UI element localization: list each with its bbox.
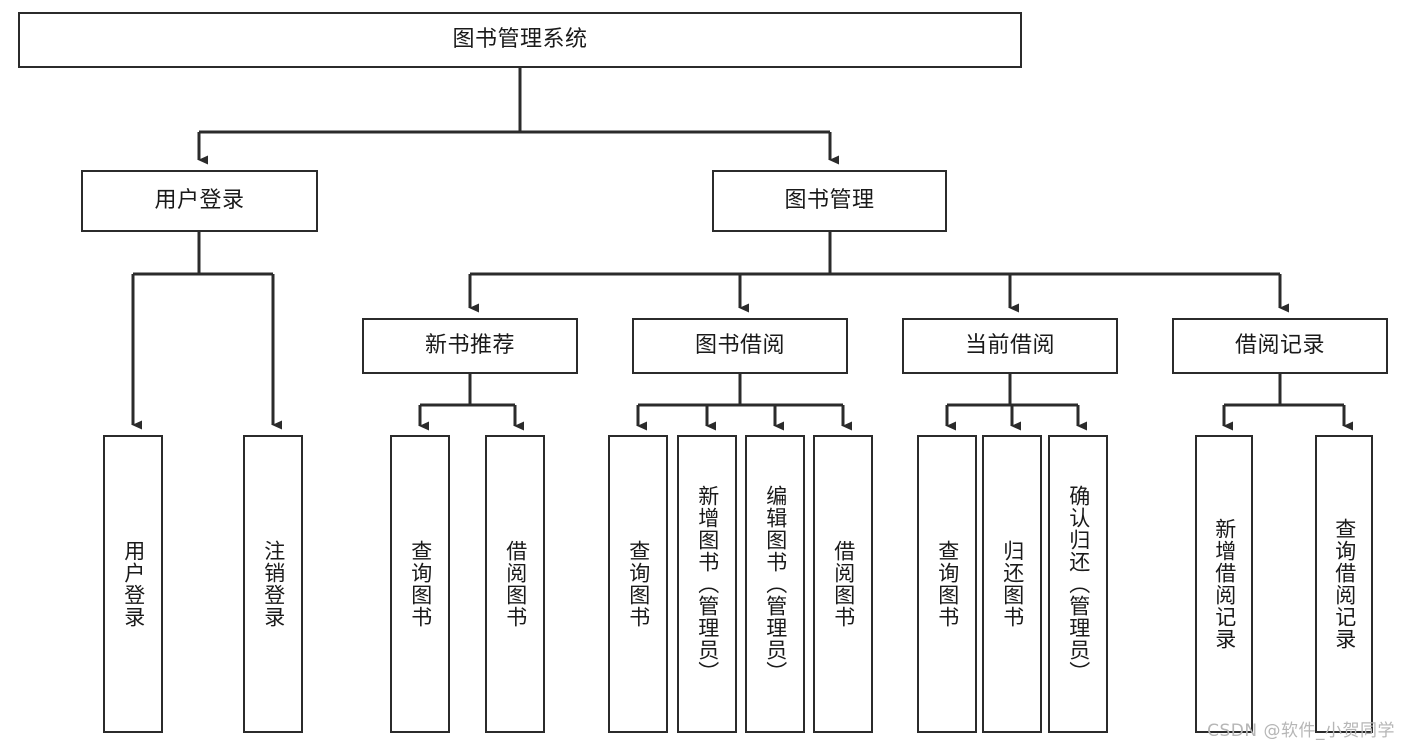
node-query-book-current[interactable]: 查询图书 bbox=[917, 435, 977, 733]
node-book-borrow[interactable]: 图书借阅 bbox=[632, 318, 848, 374]
node-logout-leaf-label: 注销登录 bbox=[261, 540, 286, 628]
node-borrow-book[interactable]: 借阅图书 bbox=[813, 435, 873, 733]
node-logout-leaf[interactable]: 注销登录 bbox=[243, 435, 303, 733]
node-query-book-recommend[interactable]: 查询图书 bbox=[390, 435, 450, 733]
node-add-book-admin-label: 新增图书（管理员） bbox=[695, 485, 720, 683]
node-current-borrow[interactable]: 当前借阅 bbox=[902, 318, 1118, 374]
node-query-borrow-record[interactable]: 查询借阅记录 bbox=[1315, 435, 1373, 733]
node-return-book[interactable]: 归还图书 bbox=[982, 435, 1042, 733]
watermark-text: CSDN @软件_小贺同学 bbox=[1207, 721, 1395, 741]
node-add-book-admin[interactable]: 新增图书（管理员） bbox=[677, 435, 737, 733]
node-query-borrow-record-label: 查询借阅记录 bbox=[1332, 518, 1357, 650]
node-user-login-leaf[interactable]: 用户登录 bbox=[103, 435, 163, 733]
node-book-management-label: 图书管理 bbox=[784, 187, 875, 213]
node-new-book-recommend-label: 新书推荐 bbox=[424, 332, 515, 358]
node-confirm-return-admin[interactable]: 确认归还（管理员） bbox=[1048, 435, 1108, 733]
node-edit-book-admin[interactable]: 编辑图书（管理员） bbox=[745, 435, 805, 733]
node-user-login-label: 用户登录 bbox=[154, 187, 245, 213]
node-edit-book-admin-label: 编辑图书（管理员） bbox=[763, 485, 788, 683]
node-borrow-book-label: 借阅图书 bbox=[831, 540, 856, 628]
node-add-borrow-record[interactable]: 新增借阅记录 bbox=[1195, 435, 1253, 733]
node-root[interactable]: 图书管理系统 bbox=[18, 12, 1022, 68]
node-user-login-leaf-label: 用户登录 bbox=[121, 540, 146, 628]
node-user-login[interactable]: 用户登录 bbox=[81, 170, 318, 232]
node-borrow-book-recommend-label: 借阅图书 bbox=[503, 540, 528, 628]
node-new-book-recommend[interactable]: 新书推荐 bbox=[362, 318, 578, 374]
node-query-book-recommend-label: 查询图书 bbox=[408, 540, 433, 628]
node-root-label: 图书管理系统 bbox=[452, 26, 588, 52]
node-borrow-record-label: 借阅记录 bbox=[1234, 332, 1325, 358]
node-query-book-borrow-label: 查询图书 bbox=[626, 540, 651, 628]
node-add-borrow-record-label: 新增借阅记录 bbox=[1212, 518, 1237, 650]
node-confirm-return-admin-label: 确认归还（管理员） bbox=[1066, 485, 1091, 683]
node-return-book-label: 归还图书 bbox=[1000, 540, 1025, 628]
node-borrow-record[interactable]: 借阅记录 bbox=[1172, 318, 1388, 374]
node-current-borrow-label: 当前借阅 bbox=[964, 332, 1055, 358]
node-book-borrow-label: 图书借阅 bbox=[694, 332, 785, 358]
node-borrow-book-recommend[interactable]: 借阅图书 bbox=[485, 435, 545, 733]
node-query-book-borrow[interactable]: 查询图书 bbox=[608, 435, 668, 733]
node-query-book-current-label: 查询图书 bbox=[935, 540, 960, 628]
node-book-management[interactable]: 图书管理 bbox=[712, 170, 947, 232]
